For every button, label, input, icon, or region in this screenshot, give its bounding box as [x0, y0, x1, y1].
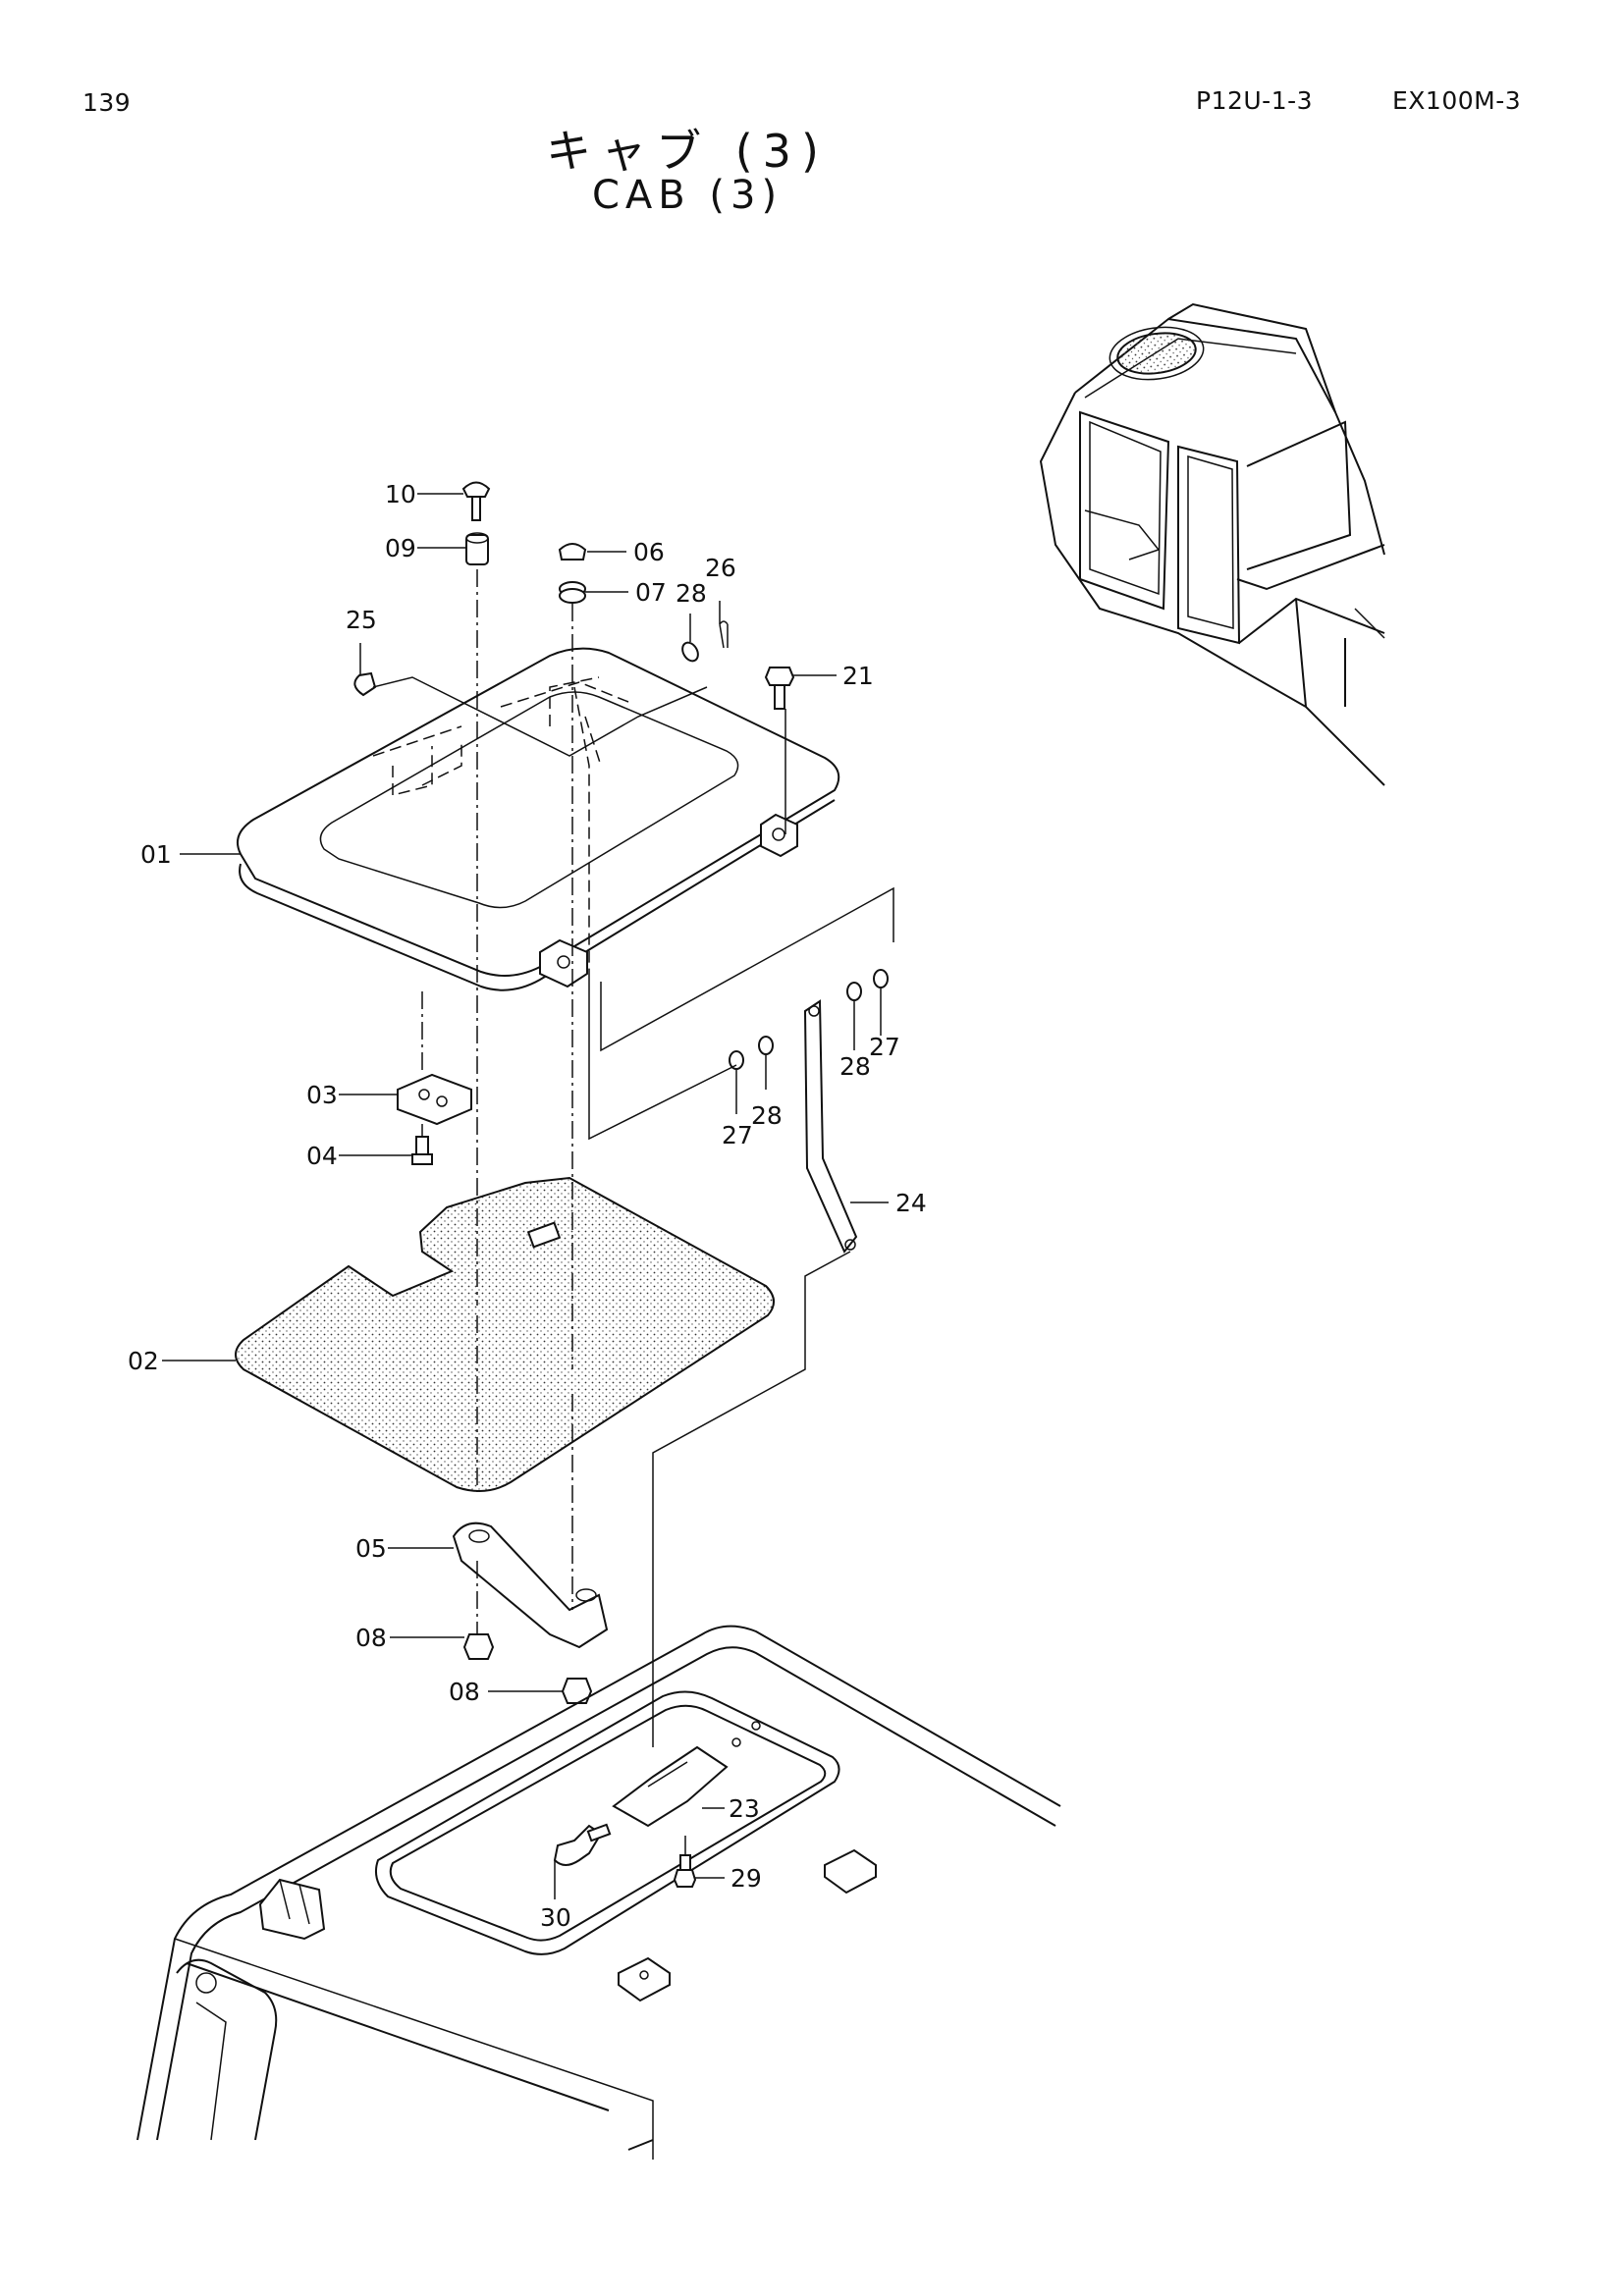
cab-roof: [136, 1625, 1061, 2160]
callout-28-left: 28: [751, 1101, 783, 1130]
callout-08-right: 08: [449, 1678, 480, 1706]
callout-01: 01: [140, 840, 172, 869]
callout-09: 09: [385, 534, 416, 562]
callout-03: 03: [306, 1081, 338, 1109]
callout-30: 30: [540, 1903, 571, 1932]
part-24-stay: [729, 969, 889, 1254]
title-english: CAB (3): [591, 173, 784, 218]
part-02-mat: [235, 1176, 775, 1492]
title-japanese: キャブ (3): [546, 125, 829, 178]
part-01-hatch-cover: [237, 647, 840, 991]
callout-21: 21: [842, 662, 874, 690]
part-08-nuts: [462, 1633, 593, 1704]
cab-overview-inset: [1039, 302, 1385, 786]
callout-04: 04: [306, 1142, 338, 1170]
callout-05: 05: [355, 1534, 387, 1563]
assembly-lines: [372, 569, 894, 1747]
callout-27-right: 27: [869, 1033, 900, 1061]
callout-29: 29: [730, 1864, 762, 1893]
callout-27-left: 27: [722, 1121, 753, 1149]
leader-lines: [162, 493, 889, 1899]
callout-08-left: 08: [355, 1624, 387, 1652]
callout-28-top: 28: [676, 579, 707, 608]
callout-26: 26: [705, 554, 736, 582]
model-number: EX100M-3: [1392, 86, 1522, 115]
callout-02: 02: [128, 1347, 159, 1375]
callout-25: 25: [346, 606, 377, 634]
callout-28-right: 28: [839, 1052, 871, 1081]
fastener-parts: [353, 481, 795, 710]
callout-06: 06: [633, 538, 665, 566]
section-code: P12U-1-3: [1196, 86, 1314, 115]
callout-07: 07: [635, 578, 667, 607]
page-number: 139: [82, 88, 132, 117]
callout-23: 23: [729, 1794, 760, 1823]
callout-10: 10: [385, 480, 416, 508]
part-03-block: [397, 1073, 472, 1126]
callout-24: 24: [895, 1189, 927, 1217]
part-04-bolt: [411, 1136, 433, 1165]
callout-labels: 10 09 06 07 25 26 28 21 01 03 04 27 28 2…: [128, 480, 927, 1932]
part-05-handle: [452, 1522, 609, 1649]
